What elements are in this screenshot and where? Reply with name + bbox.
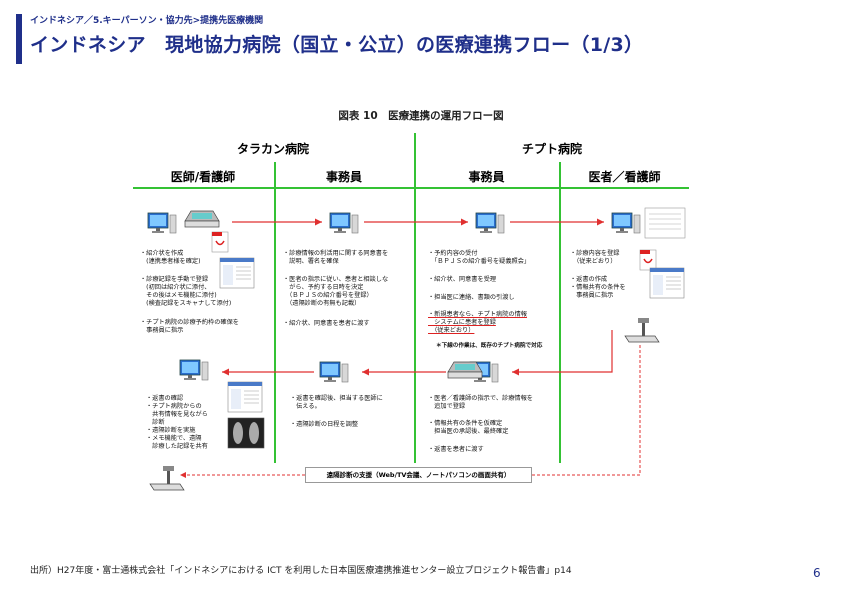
form-document-icon: [644, 207, 686, 239]
pdf-document-icon: [639, 249, 657, 271]
note-register-records: ・診療記録を手動で登録 (初回は紹介状に添付、 その後はメモ機能に添付) (検査…: [140, 276, 232, 307]
remote-support-box: 遠隔診断の支援（Web/TV会議、ノートパソコンの画面共有）: [305, 467, 532, 483]
note-schedule-remote: ・遠隔診断の日程を調整: [290, 421, 359, 428]
role-clerk-tarakan: 事務員: [325, 170, 362, 184]
scanner-icon: [447, 361, 483, 379]
note-accept-documents: ・紹介状、同意書を受理: [428, 276, 497, 283]
note-share-conditions: ・情報共有の条件を仮確定 担当医の承認後、最終確定: [428, 420, 509, 435]
note-review-reply: ・返書の確認 ・チプト病院からの 共有情報を見ながら 診断 ・遠隔診断を実施 ・…: [146, 395, 208, 450]
pdf-document-icon: [211, 231, 229, 253]
figure-title: 図表 10 医療連携の運用フロー図: [338, 110, 504, 122]
pc-icon: [329, 212, 359, 234]
pc-icon: [475, 212, 505, 234]
emr-screen-icon: [649, 267, 685, 299]
role-doctor-nurse-cipto: 医者／看護師: [588, 170, 661, 184]
note-create-referral: ・紹介状を作成 (連携患者様を確定): [140, 250, 201, 265]
page-number: 6: [813, 566, 821, 580]
note-contact-doctor: ・担当医に連絡、書類の引渡し: [428, 294, 515, 301]
pc-icon: [147, 212, 177, 234]
card-reader-icon: [624, 317, 660, 343]
page-title: インドネシア 現地協力病院（国立・公立）の医療連携フロー（1/3）: [30, 34, 644, 56]
card-reader-icon: [149, 465, 185, 491]
note-register-diagnosis: ・診療内容を登録 （従来どおり）: [570, 250, 620, 265]
note-add-records: ・医者／看護師の指示で、診療情報を 追加で登録: [428, 395, 533, 410]
pc-icon: [319, 361, 349, 383]
note-relay-reply: ・返書を確認後、担当する医師に 伝える。: [290, 395, 383, 410]
note-create-reply: ・返書の作成 ・情報共有の条件を 事務員に指示: [570, 276, 626, 299]
hospital-divider-line: [414, 133, 416, 463]
hospital-tarakan-label: タラカン病院: [236, 142, 309, 156]
role-clerk-cipto: 事務員: [468, 170, 505, 184]
note-register-new-patient: ・新規患者なら、チプト病院の情報 システムに患者を登録 （従来どおり）: [428, 311, 527, 334]
hospital-cipto-label: チプト病院: [521, 142, 582, 156]
emr-screen-icon: [227, 381, 263, 413]
note-hand-documents: ・紹介状、同意書を患者に渡す: [283, 320, 370, 327]
note-instruct-clerk: ・チプト病院の診療予約枠の確保を 事務員に指示: [140, 319, 239, 334]
note-schedule-appointment: ・医者の指示に従い、患者と相談しな がら、予約する日時を決定 （ＢＰＪＳの紹介番…: [283, 276, 389, 307]
role-doctor-nurse-tarakan: 医師/看護師: [170, 170, 236, 184]
note-receive-appointment: ・予約内容の受付 「ＢＰＪＳの紹介番号を疑義照会」: [428, 250, 531, 265]
note-return-reply: ・返書を患者に渡す: [428, 446, 484, 453]
pc-icon: [179, 359, 209, 381]
source-citation: 出所）H27年度・富士通株式会社「インドネシアにおける ICT を利用した日本国…: [30, 566, 572, 576]
header-separator-line: [133, 187, 689, 189]
role-divider-line-1: [274, 162, 276, 463]
pc-icon: [611, 212, 641, 234]
note-consent-form: ・診療情報の利活用に関する同意書を 説明、署名を確保: [283, 250, 389, 265]
note-underline-legend: ＊下線の作業は、既存のチプト病院で対応: [436, 343, 543, 349]
title-accent-bar: [16, 14, 22, 64]
breadcrumb: インドネシア／5.キーパーソン・協力先>提携先医療機関: [30, 16, 264, 26]
scanner-icon: [184, 210, 220, 228]
role-divider-line-2: [559, 162, 561, 463]
